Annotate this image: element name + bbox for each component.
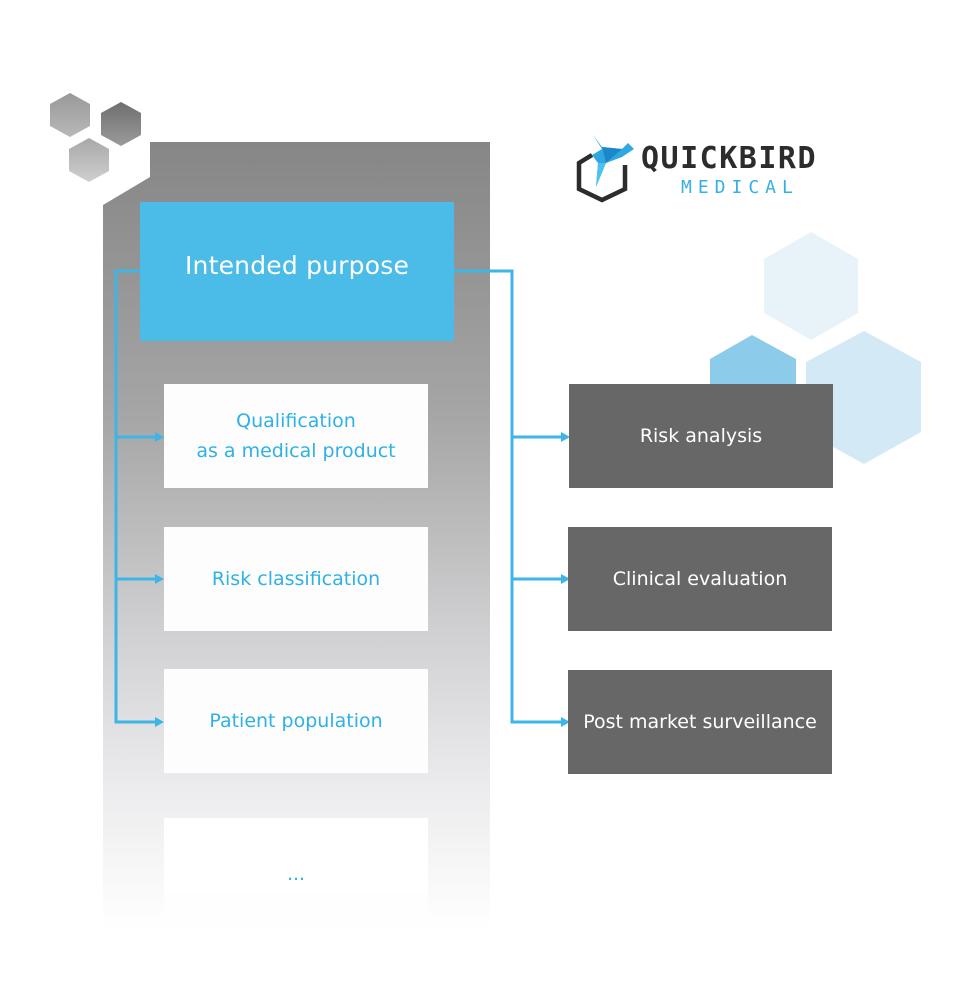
risk-analysis-label: Risk analysis xyxy=(639,425,763,447)
hex-gray-1 xyxy=(50,93,90,137)
hex-blue-3 xyxy=(806,331,921,464)
right-trunk-line xyxy=(454,269,562,724)
hex-blue-2 xyxy=(710,335,796,390)
ellipsis-label: ... xyxy=(286,863,306,885)
patient-population-label: Patient population xyxy=(209,710,383,732)
intended-purpose-box: Intended purpose xyxy=(140,202,454,341)
risk-analysis-box: Risk analysis xyxy=(569,384,833,488)
risk-classification-label: Risk classification xyxy=(211,568,381,590)
post-market-surveillance-box: Post market surveillance xyxy=(568,670,832,774)
clinical-evaluation-label: Clinical evaluation xyxy=(612,568,788,590)
arrowhead-icon xyxy=(561,717,570,727)
post-market-surveillance-label: Post market surveillance xyxy=(583,711,817,733)
hex-blue-1 xyxy=(764,232,858,340)
qualification-box: Qualification as a medical product xyxy=(164,384,428,488)
arrowhead-icon xyxy=(561,432,570,442)
arrowhead-icon xyxy=(561,574,570,584)
left-trunk-line xyxy=(114,269,156,724)
arrowhead-icon xyxy=(155,717,164,727)
logo-brand-text: QUICKBIRD xyxy=(641,141,818,176)
intended-purpose-label: Intended purpose xyxy=(184,251,410,280)
arrowhead-icon xyxy=(155,432,164,442)
hex-gray-3 xyxy=(69,138,109,182)
logo-subbrand-text: MEDICAL xyxy=(681,177,799,198)
patient-population-box: Patient population xyxy=(164,669,428,773)
qualification-label-line2: as a medical product xyxy=(196,440,396,462)
quickbird-medical-logo: QUICKBIRD MEDICAL xyxy=(576,133,846,203)
arrowhead-icon xyxy=(155,574,164,584)
hex-gray-2 xyxy=(101,102,141,146)
logo-bird-hexagon-icon xyxy=(576,135,634,203)
clinical-evaluation-box: Clinical evaluation xyxy=(568,527,832,631)
qualification-label-line1: Qualification xyxy=(236,410,356,432)
more-items-box: ... xyxy=(164,818,428,918)
risk-classification-box: Risk classification xyxy=(164,527,428,631)
